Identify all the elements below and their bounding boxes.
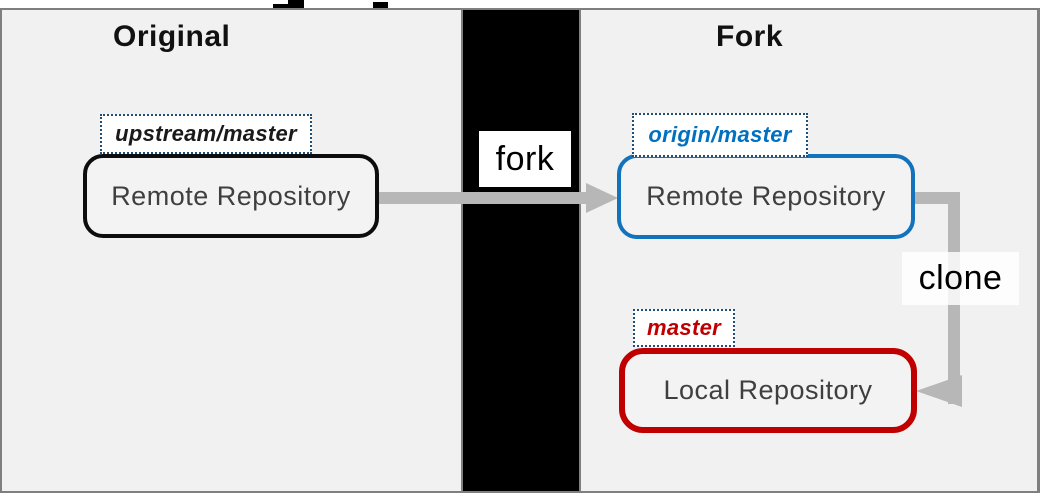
cropped-glyph-fragment xyxy=(273,4,293,8)
branch-tag-origin-master: origin/master xyxy=(632,113,808,157)
local-repository-label: Local Repository xyxy=(663,375,873,405)
panel-heading-original: Original xyxy=(113,20,231,53)
cropped-glyph-fragment xyxy=(288,0,304,8)
fork-arrow-line xyxy=(378,192,586,204)
remote-repository-original-label: Remote Repository xyxy=(111,180,351,211)
remote-repository-original-box: Remote Repository xyxy=(83,154,379,238)
branch-tag-master: master xyxy=(633,309,735,347)
branch-tag-origin-master-text: origin/master xyxy=(648,122,792,147)
fork-action-label: fork xyxy=(479,131,571,187)
remote-repository-fork-box: Remote Repository xyxy=(617,154,915,239)
local-repository-box: Local Repository xyxy=(619,348,917,433)
fork-arrowhead-icon xyxy=(586,183,618,213)
fork-action-label-text: fork xyxy=(495,139,555,178)
clone-action-label: clone xyxy=(902,252,1019,305)
cropped-glyph-fragment xyxy=(373,2,388,8)
panel-heading-fork: Fork xyxy=(716,20,784,53)
divider-bar xyxy=(461,10,581,491)
branch-tag-upstream-master-text: upstream/master xyxy=(115,121,297,146)
clone-action-label-text: clone xyxy=(918,259,1003,297)
branch-tag-master-text: master xyxy=(647,315,721,340)
remote-repository-fork-label: Remote Repository xyxy=(646,181,886,211)
clone-arrowhead-icon xyxy=(916,375,962,407)
branch-tag-upstream-master: upstream/master xyxy=(100,114,312,154)
